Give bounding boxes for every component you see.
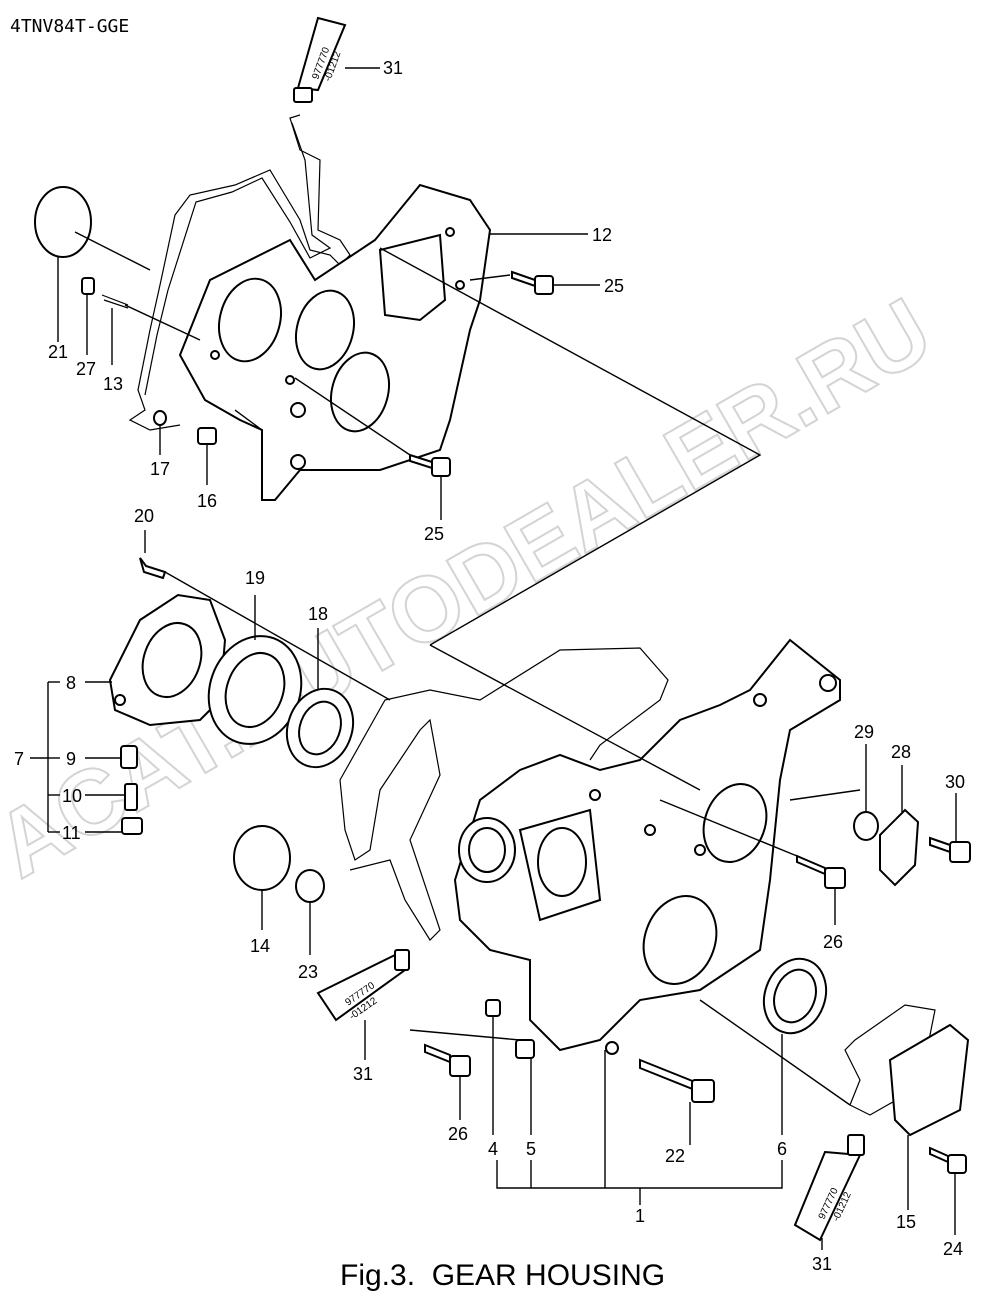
bolt-26-right	[796, 854, 846, 889]
dowel-pin	[197, 427, 217, 445]
callout-26-right: 26	[823, 932, 843, 952]
callouts: 31 12 25 21 27 13 17 16 25 20 19 18 8 7 …	[14, 58, 965, 1274]
plug-5	[515, 1039, 535, 1059]
callout-25-lower: 25	[424, 524, 444, 544]
callout-21: 21	[48, 342, 68, 362]
bolt-25-upper	[511, 270, 554, 295]
plug-4	[485, 999, 501, 1017]
callout-11: 11	[62, 823, 81, 843]
callout-5: 5	[526, 1139, 536, 1159]
sealant-tube-middle: 977770 -01212	[316, 949, 410, 1022]
callout-10: 10	[62, 786, 82, 806]
cover-plate-15	[888, 1023, 970, 1137]
callout-18: 18	[308, 604, 328, 624]
callout-23: 23	[298, 962, 318, 982]
cover-gasket	[128, 114, 351, 431]
screw-20	[139, 557, 167, 580]
o-ring-29	[853, 811, 879, 841]
model-code: 4TNV84T-GGE	[10, 16, 129, 37]
callout-9: 9	[66, 749, 76, 769]
callout-22: 22	[665, 1146, 685, 1166]
callout-30: 30	[945, 772, 965, 792]
callout-13: 13	[103, 374, 123, 394]
callout-25-upper: 25	[604, 276, 624, 296]
callout-8: 8	[66, 673, 76, 693]
callout-7: 7	[14, 749, 24, 769]
oil-pump-outer-rotor	[207, 635, 303, 745]
cover-plate-28	[879, 808, 920, 887]
relief-valve-parts	[120, 745, 143, 835]
cover-gasket-15	[844, 1004, 936, 1116]
bolt-25-lower	[409, 453, 451, 477]
callout-4: 4	[488, 1139, 498, 1159]
sealant-tube-bottom: 977770 -01212	[793, 1134, 865, 1242]
o-ring-23	[295, 869, 325, 903]
callout-14: 14	[250, 936, 270, 956]
figure-title: Fig.3. GEAR HOUSING	[340, 1259, 665, 1292]
callout-31-top: 31	[383, 58, 403, 78]
bolt-30	[929, 836, 971, 863]
callout-19: 19	[245, 568, 265, 588]
oil-pump-inner-gear	[285, 687, 355, 769]
callout-12: 12	[592, 225, 612, 245]
cover-plate	[178, 183, 492, 501]
bolt-22	[639, 1058, 715, 1103]
callout-6: 6	[777, 1139, 787, 1159]
oil-seal	[762, 957, 828, 1035]
oil-pump-body	[108, 593, 227, 727]
o-ring-large	[34, 186, 92, 258]
sealant-tube-top: 977770 -01212	[293, 16, 347, 103]
callout-24: 24	[943, 1239, 963, 1259]
nut-and-stud	[81, 277, 129, 309]
gear-housing	[453, 638, 841, 1055]
callout-15: 15	[896, 1212, 916, 1232]
filler-cap	[233, 825, 291, 891]
callout-16: 16	[197, 491, 217, 511]
callout-17: 17	[150, 459, 170, 479]
callout-1: 1	[635, 1206, 645, 1226]
bolt-26-lower	[424, 1043, 471, 1077]
housing-gasket	[339, 647, 669, 941]
callout-26-lower: 26	[448, 1124, 468, 1144]
o-ring-small	[153, 410, 167, 426]
callout-31-middle: 31	[353, 1064, 373, 1084]
leader-lines	[30, 67, 957, 1250]
bolt-24	[929, 1146, 967, 1174]
callout-20: 20	[134, 506, 154, 526]
callout-27: 27	[76, 359, 96, 379]
callout-28: 28	[891, 742, 911, 762]
callout-29: 29	[854, 722, 874, 742]
callout-31-bottom: 31	[812, 1254, 832, 1274]
